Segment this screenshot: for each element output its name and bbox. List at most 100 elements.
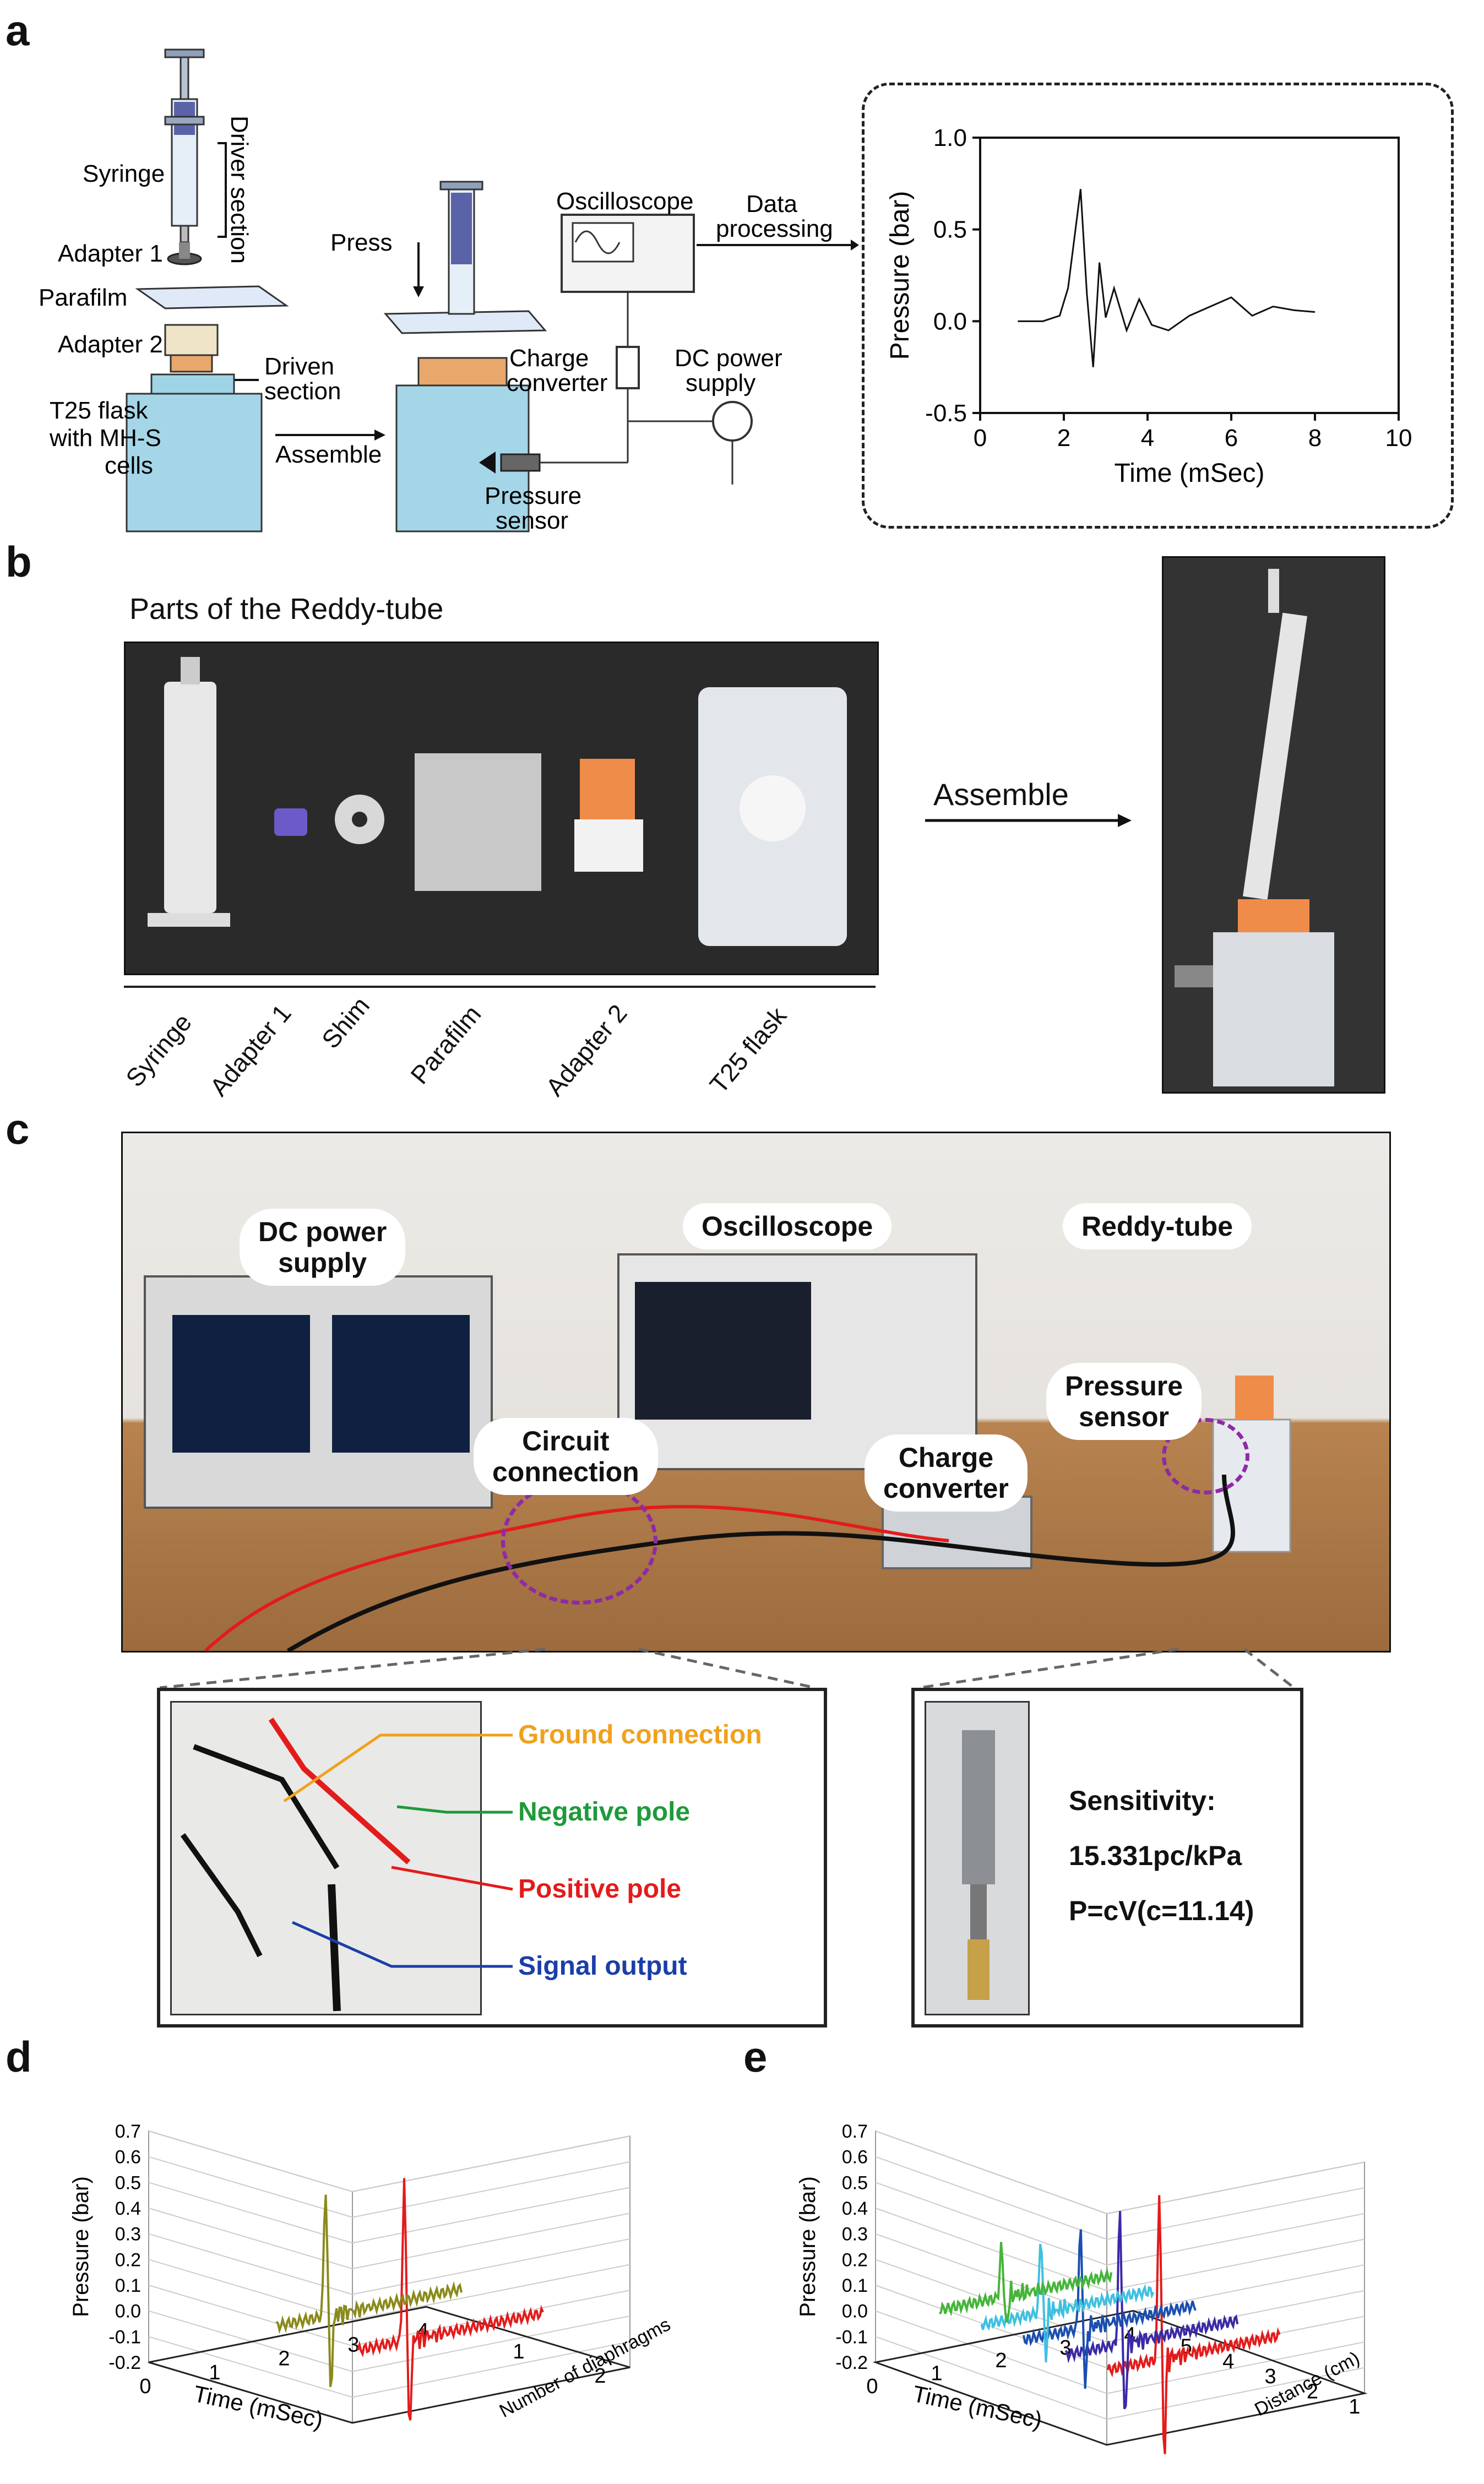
oscilloscope-label-a: Oscilloscope [556, 188, 693, 215]
flask-icon [126, 393, 263, 532]
grid-line [148, 2156, 353, 2218]
grid-line [352, 2213, 630, 2269]
grid-line [148, 2285, 353, 2346]
wiring-photo [170, 1701, 482, 2015]
z-tick-label: 2 [594, 2365, 606, 2388]
series-line [1018, 189, 1316, 367]
grid-line [1106, 2161, 1365, 2214]
pressure-sensor-icon [500, 453, 541, 472]
x-tick-label: 3 [347, 2333, 359, 2356]
back-wall [352, 2135, 630, 2424]
grid-line [148, 2336, 353, 2398]
syringe-label: Syringe [83, 160, 165, 187]
z-tick-label: 3 [1265, 2365, 1276, 2388]
pressure-sensor-circle [1162, 1418, 1249, 1494]
data-processing-label-2: processing [716, 215, 833, 242]
part-label-shim: Shim [316, 991, 376, 1054]
z-tick-label: 1 [513, 2340, 524, 2363]
flask-label-3: cells [105, 452, 153, 479]
y-tick-label: 0.0 [933, 308, 967, 335]
x-tick-label: 2 [1057, 425, 1070, 452]
wire-label-ground: Ground connection [518, 1720, 762, 1749]
bubble-reddy-tube: Reddy-tube [1063, 1203, 1252, 1249]
x-tick-label: 4 [1141, 425, 1154, 452]
charge-converter-icon [616, 346, 640, 389]
assemble-label-b: Assemble [933, 777, 1069, 812]
flask-label-1: T25 flask [50, 397, 149, 424]
zoom-lines [159, 1648, 1295, 1689]
x-tick-label: 0 [974, 425, 987, 452]
grid-line [352, 2187, 630, 2244]
photo-adapter1-icon [274, 808, 307, 836]
y-axis-label: Pressure (bar) [69, 2176, 93, 2317]
part-label-adapter2: Adapter 2 [540, 998, 633, 1102]
wire-label-positive: Positive pole [518, 1874, 682, 1904]
driver-section-label: Driver section [226, 116, 253, 264]
photo-assembled-flask-icon [1213, 932, 1334, 1086]
photo-parafilm-icon [415, 753, 541, 891]
pressure-chart-d: 0.70.60.50.40.30.20.10.0-0.1-0.2Pressure… [69, 2121, 674, 2433]
grid-line [875, 2156, 1107, 2240]
plot-frame [979, 137, 1400, 414]
charge-converter-label-a2: converter [507, 369, 607, 396]
sensitivity-line-2: 15.331pc/kPa [1069, 1840, 1242, 1871]
y-axis-label: Pressure (bar) [796, 2176, 820, 2317]
y-tick-label: 0.1 [842, 2275, 868, 2296]
panel-a-label: a [6, 6, 30, 55]
grid-line [352, 2341, 630, 2398]
grid-line [1106, 2187, 1365, 2240]
grid-line [352, 2135, 630, 2192]
y-tick-label: -0.2 [835, 2352, 868, 2373]
assembled-tube-photo [1162, 556, 1385, 1094]
panel-e-label: e [743, 2032, 768, 2081]
part-label-t25-flask: T25 flask [704, 1001, 792, 1099]
x-tick-label: 8 [1308, 425, 1322, 452]
assemble-arrow-b [925, 814, 1132, 827]
part-label-parafilm: Parafilm [405, 999, 487, 1090]
y-tick-label: 0.6 [842, 2147, 868, 2168]
wire-label-negative: Negative pole [518, 1797, 691, 1827]
grid-line [352, 2315, 630, 2372]
y-tick-label: 0.6 [115, 2147, 141, 2168]
z-tick-label: 1 [1349, 2395, 1360, 2418]
x-tick-label: 6 [1225, 425, 1238, 452]
pressure-sensor-label-a1: Pressure [485, 482, 581, 509]
x-tick-label: 0 [866, 2375, 878, 2398]
grid-line [148, 2130, 353, 2192]
photo-assembled-syringe-icon [1243, 612, 1307, 900]
wire-leader-lines [283, 1733, 513, 1968]
y-tick-label: 0.5 [842, 2172, 868, 2193]
assemble-label-a: Assemble [275, 441, 382, 468]
series-line [1064, 2211, 1239, 2410]
grid-line [1106, 2213, 1365, 2266]
grid-line [875, 2233, 1107, 2317]
grid-line [148, 2208, 353, 2269]
parts-photo [124, 642, 879, 975]
z-tick-label: 2 [1307, 2380, 1318, 2403]
series-line [938, 2242, 1113, 2323]
sensor-photo [925, 1701, 1030, 2015]
series-line [357, 2178, 544, 2421]
driven-label-1: Driven [264, 353, 334, 380]
grid-line [875, 2336, 1107, 2420]
adapter2-icon [164, 324, 219, 356]
dc-power-label-a1: DC power [675, 345, 782, 372]
x-tick-label: 10 [1385, 425, 1412, 452]
press-label: Press [330, 229, 392, 256]
series-line [1106, 2195, 1281, 2454]
grid-line [1106, 2264, 1365, 2317]
x-tick-label: 0 [139, 2375, 151, 2398]
grid-line [148, 2233, 353, 2295]
grid-line [875, 2208, 1107, 2291]
data-processing-label-1: Data [746, 191, 797, 218]
grid-line [875, 2310, 1107, 2394]
grid-line [1106, 2367, 1365, 2420]
x-tick-label: 1 [931, 2362, 942, 2385]
y-tick-label: 0.0 [842, 2301, 868, 2322]
part-label-syringe: Syringe [119, 1008, 198, 1092]
photo-adapter2-icon [580, 759, 635, 819]
